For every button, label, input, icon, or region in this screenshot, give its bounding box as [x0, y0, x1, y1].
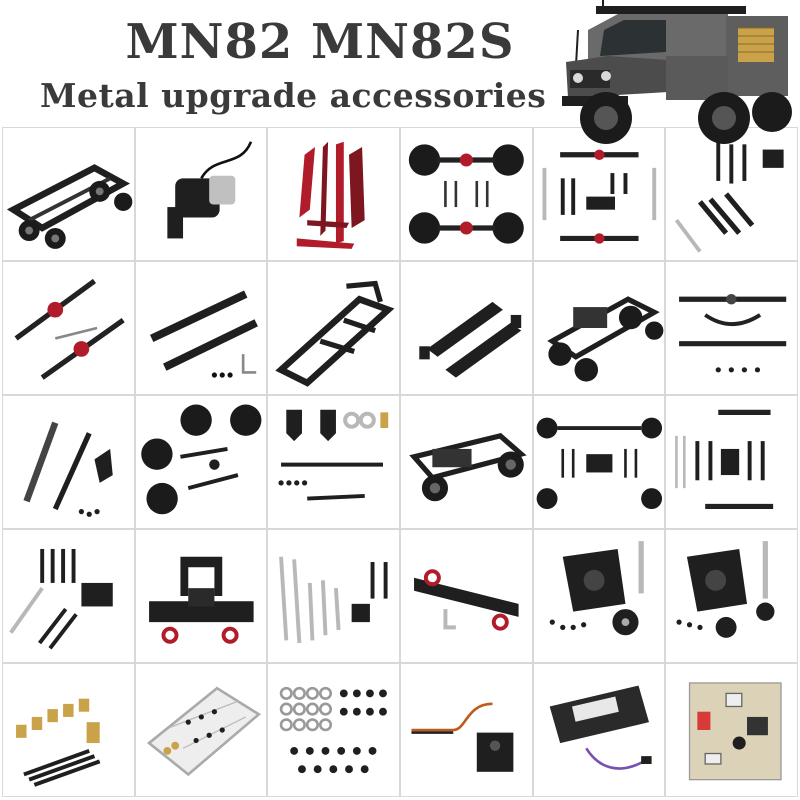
product-battery-pack [533, 664, 665, 796]
product-shock-link-set [666, 128, 797, 260]
product-red-body-trim-strips [268, 128, 399, 260]
product-wheels-and-steering [135, 396, 267, 528]
product-screw-box-set [135, 664, 267, 796]
product-steering-servo [401, 664, 532, 796]
product-axle-wheel-set [401, 128, 532, 260]
product-chassis-rails [268, 262, 399, 394]
product-leaf-springs-shocks [268, 530, 399, 662]
product-grid [2, 127, 798, 797]
banner-title: MN82 MN82S [125, 14, 515, 70]
product-steering-knuckles-kit [268, 396, 399, 528]
product-full-chassis [401, 396, 532, 528]
product-axles-shocks-kit [666, 396, 797, 528]
product-drive-shafts [135, 262, 267, 394]
product-rear-bumper-hooks [401, 530, 532, 662]
product-chassis-with-wheels [533, 262, 665, 394]
product-gearbox-housing-gears [666, 530, 797, 662]
product-complete-upgrade-kit [533, 396, 665, 528]
product-front-bumper-winch [135, 530, 267, 662]
product-gearbox-housing [533, 530, 665, 662]
product-axle-with-shocks [666, 262, 797, 394]
product-motor-gearbox [135, 128, 267, 260]
product-brass-weights-screws [3, 664, 134, 796]
banner-subtitle: Metal upgrade accessories [40, 76, 547, 115]
product-springs-and-nuts [268, 664, 399, 796]
product-shocks-and-links-kit [3, 530, 134, 662]
product-suspension-parts-kit [533, 128, 665, 260]
product-steering-links [3, 396, 134, 528]
product-receiver-board [666, 664, 797, 796]
truck-image [548, 0, 794, 150]
product-front-rear-axles [3, 262, 134, 394]
product-battery-mount-plates [401, 262, 532, 394]
product-chassis-frame-assembly [3, 128, 134, 260]
